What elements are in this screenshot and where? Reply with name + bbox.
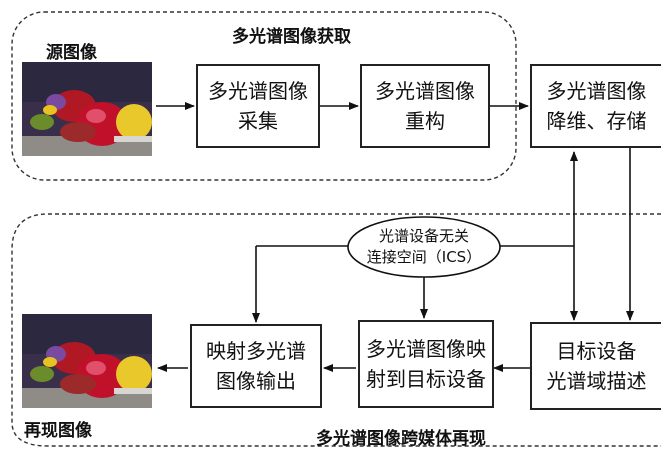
- reproduced-image-label: 再现图像: [24, 421, 92, 441]
- ics-label-line-1: 光谱设备无关: [378, 227, 469, 245]
- reproduction-group-title: 多光谱图像跨媒体再现: [316, 429, 486, 449]
- reproduction-group-frame: [11, 213, 661, 447]
- capture-box-line-2: 采集: [238, 109, 278, 133]
- map-target-box: 多光谱图像映 射到目标设备: [358, 320, 494, 408]
- fruit-still-life-image: [22, 314, 152, 408]
- capture-box-line-1: 多光谱图像: [208, 79, 308, 103]
- acquisition-group-frame: [11, 11, 517, 181]
- fruit-still-life-image: [22, 62, 152, 156]
- source-image-label: 源图像: [46, 43, 97, 63]
- reduce-store-box-line-2: 降维、存储: [546, 109, 647, 133]
- target-desc-box-line-1: 目标设备: [556, 339, 637, 363]
- acquisition-group-title: 多光谱图像获取: [232, 27, 351, 47]
- map-target-box-line-1: 多光谱图像映: [366, 337, 486, 361]
- map-target-box-line-2: 射到目标设备: [366, 367, 486, 391]
- reduce-store-box-line-1: 多光谱图像: [546, 79, 647, 103]
- source-image: [22, 62, 152, 156]
- reconstruct-box-line-1: 多光谱图像: [375, 79, 475, 103]
- ics-ellipse: [347, 216, 501, 278]
- map-output-box-line-1: 映射多光谱: [206, 339, 306, 363]
- target-desc-box: 目标设备 光谱域描述: [530, 322, 661, 410]
- reconstruct-box: 多光谱图像 重构: [360, 64, 490, 148]
- reconstruct-box-line-2: 重构: [405, 109, 445, 133]
- reproduced-image: [22, 314, 152, 408]
- map-output-box-line-2: 图像输出: [216, 369, 296, 393]
- reduce-store-box: 多光谱图像 降维、存储: [530, 64, 661, 148]
- target-desc-box-line-2: 光谱域描述: [546, 369, 647, 393]
- ics-label: 光谱设备无关 连接空间（ICS）: [348, 226, 500, 268]
- capture-box: 多光谱图像 采集: [196, 64, 320, 148]
- map-output-box: 映射多光谱 图像输出: [190, 324, 322, 408]
- ics-label-line-2: 连接空间（ICS）: [366, 248, 482, 266]
